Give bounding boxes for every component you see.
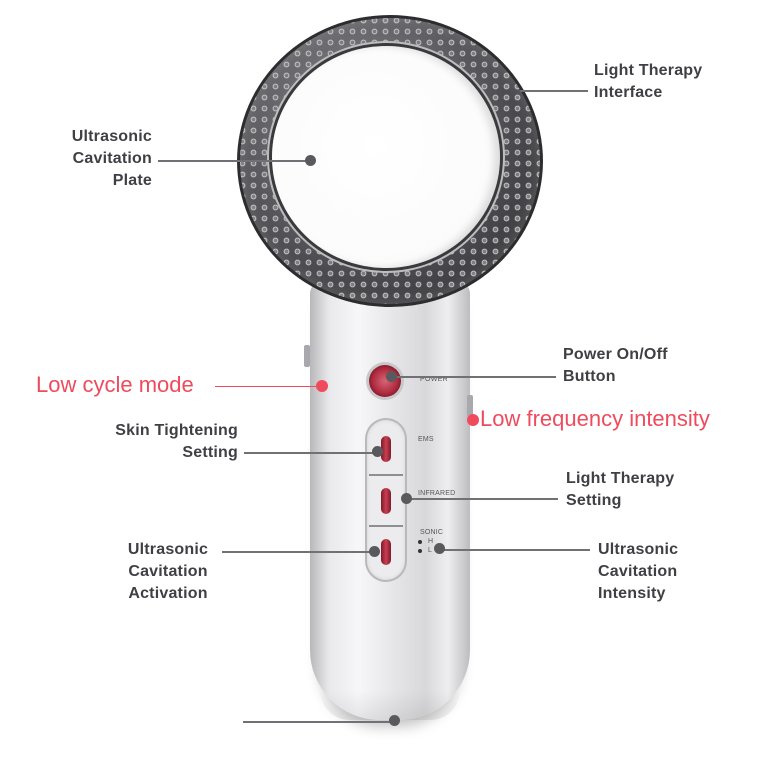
infrared-button	[369, 476, 403, 526]
sonic-low-marking: L	[428, 547, 433, 554]
right-side-switch	[467, 395, 473, 417]
sonic-high-marking: H	[428, 538, 434, 545]
ems-marking: EMS	[418, 436, 434, 443]
sonic-high-led	[418, 540, 422, 544]
callout-dot	[369, 546, 380, 557]
callout-dot-red	[467, 414, 479, 426]
leader-line	[406, 498, 558, 500]
callout-light-therapy-setting: Light Therapy Setting	[566, 468, 726, 512]
infrared-button-indicator	[381, 488, 391, 514]
callout-power-on-off-button: Power On/Off Button	[563, 344, 743, 388]
sonic-button-indicator	[381, 539, 391, 565]
callout-line: Cavitation	[72, 150, 152, 167]
ems-button-indicator	[381, 436, 391, 462]
leader-line	[244, 452, 378, 454]
callout-low-frequency-intensity: Low frequency intensity	[480, 406, 710, 431]
power-button	[369, 365, 401, 397]
sonic-low-led	[418, 549, 422, 553]
callout-line: Light Therapy	[594, 62, 703, 79]
callout-line: Power On/Off	[563, 346, 668, 363]
callout-ultrasonic-cavitation-activation: Ultrasonic Cavitation Activation	[108, 539, 228, 605]
callout-line: Plate	[112, 172, 152, 189]
callout-line: Setting	[182, 444, 238, 461]
callout-line: Button	[563, 368, 616, 385]
sonic-marking: SONIC	[420, 529, 444, 536]
leader-line	[392, 376, 556, 378]
callout-line: Activation	[128, 585, 208, 602]
callout-dot-red	[316, 380, 328, 392]
callout-line: Ultrasonic	[598, 541, 679, 558]
callout-dot	[372, 446, 383, 457]
leader-line-red	[215, 386, 320, 388]
callout-line: Ultrasonic	[127, 541, 209, 558]
callout-dot	[389, 715, 400, 726]
callout-line: Cavitation	[128, 563, 208, 580]
callout-line: Cavitation	[598, 563, 678, 580]
callout-line: Ultrasonic	[71, 128, 152, 145]
callout-ultrasonic-cavitation-plate: Ultrasonic Cavitation Plate	[30, 126, 152, 192]
leader-line	[440, 549, 590, 551]
callout-dot	[386, 371, 397, 382]
callout-dot	[305, 155, 316, 166]
leader-line	[158, 160, 308, 162]
callout-dot	[434, 543, 445, 554]
callout-dot	[401, 493, 412, 504]
button-divider	[369, 525, 403, 527]
callout-line: Intensity	[598, 585, 666, 602]
leader-line	[222, 551, 374, 553]
callout-line: Interface	[594, 84, 663, 101]
button-divider	[369, 474, 403, 476]
leader-line	[520, 90, 588, 92]
callout-skin-tightening-setting: Skin Tightening Setting	[80, 420, 238, 464]
callout-light-therapy-interface: Light Therapy Interface	[594, 60, 754, 104]
callout-ultrasonic-cavitation-intensity: Ultrasonic Cavitation Intensity	[598, 539, 718, 605]
callout-line: Light Therapy	[566, 470, 675, 487]
ems-button	[369, 424, 403, 474]
power-marking: POWER	[420, 376, 448, 383]
leader-line	[243, 721, 393, 723]
sonic-button	[369, 527, 403, 577]
callout-low-cycle-mode: Low cycle mode	[36, 372, 194, 397]
left-side-switch	[304, 345, 310, 367]
callout-line: Setting	[566, 492, 622, 509]
device-bottom-cap	[320, 690, 460, 720]
infrared-marking: INFRARED	[418, 490, 456, 497]
callout-line: Skin Tightening	[115, 422, 238, 439]
